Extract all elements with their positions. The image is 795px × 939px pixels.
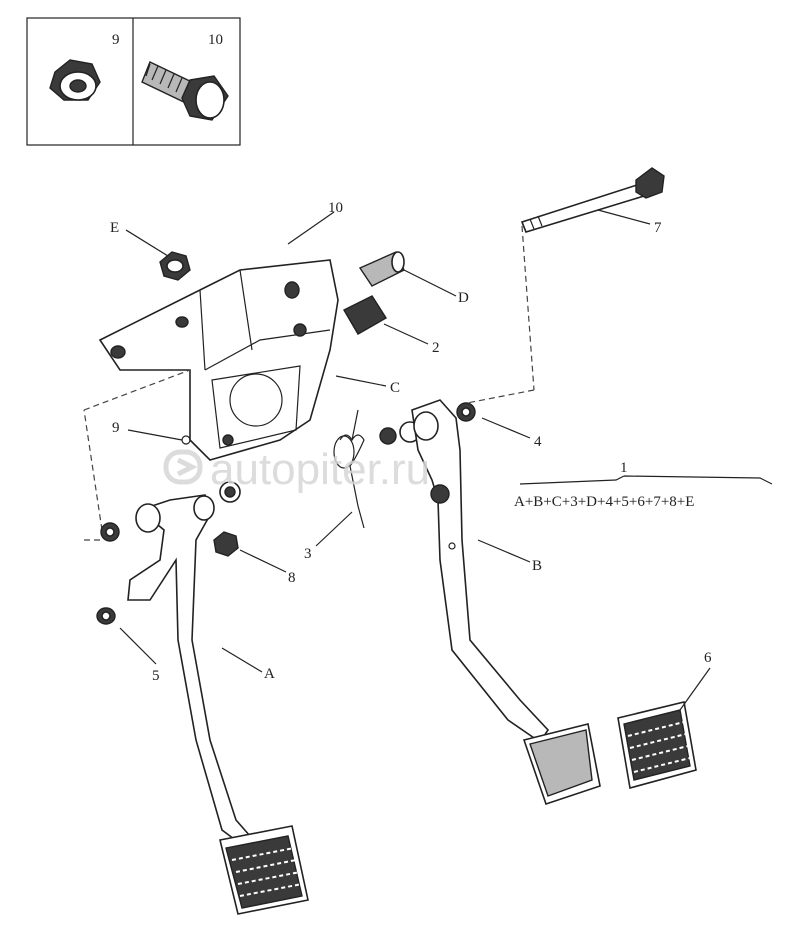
return-spring — [333, 409, 365, 529]
pedal-pad-6 — [617, 701, 697, 790]
callout-5: 5 — [152, 668, 160, 684]
callout-10: 10 — [328, 200, 343, 216]
inset-nut-label: 9 — [112, 32, 120, 48]
assembly-formula: A+B+C+3+D+4+5+6+7+8+E — [514, 494, 694, 510]
nut-left — [100, 522, 120, 542]
callout-e: E — [110, 220, 119, 236]
watermark-text: autopiter.ru — [210, 445, 430, 494]
callout-2: 2 — [432, 340, 440, 356]
clip-9 — [181, 435, 191, 445]
callout-8: 8 — [288, 570, 296, 586]
leader-lines — [119, 209, 773, 711]
callout-b: B — [532, 558, 542, 574]
switch-d — [358, 251, 405, 287]
pedal-bracket — [98, 259, 339, 461]
callout-d: D — [458, 290, 469, 306]
hardware-inset: 9 10 — [26, 17, 241, 146]
watermark: autopiter.ru — [163, 445, 430, 494]
flange-bolt-icon — [141, 61, 229, 121]
nut-8 — [213, 531, 239, 557]
callout-1: 1 — [620, 460, 628, 476]
callout-9: 9 — [112, 420, 120, 436]
callout-4: 4 — [534, 434, 542, 450]
switch-2 — [343, 295, 387, 335]
callout-3: 3 — [304, 546, 312, 562]
watermark-logo-icon — [163, 449, 203, 485]
pivot-bolt — [461, 167, 665, 405]
bushing-4 — [456, 402, 476, 422]
callout-a: A — [264, 666, 275, 682]
bushing-left — [219, 481, 241, 503]
pedal-b — [411, 399, 601, 806]
inset-bolt-label: 10 — [208, 32, 223, 48]
callout-c: C — [390, 380, 400, 396]
flange-nut-icon — [49, 59, 101, 101]
pedal-a — [83, 369, 309, 915]
callout-6: 6 — [704, 650, 712, 666]
callout-7: 7 — [654, 220, 662, 236]
nut-5 — [96, 607, 116, 625]
nut-e — [159, 251, 191, 281]
